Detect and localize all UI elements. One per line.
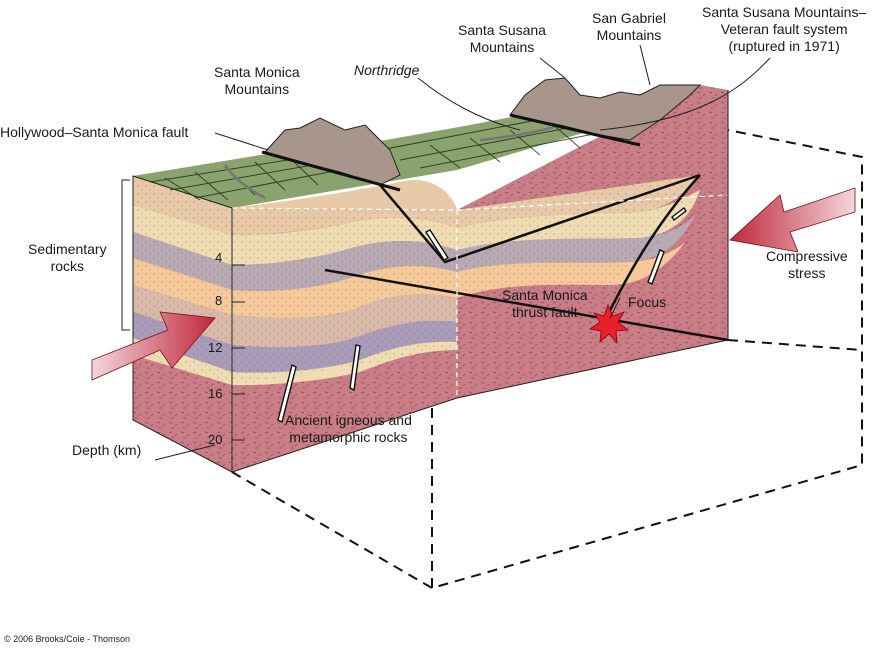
slip-arrows bbox=[277, 206, 687, 424]
dashed-outline bbox=[231, 129, 863, 590]
stress-arrow-right bbox=[729, 187, 856, 253]
label-sedimentary-rocks: Sedimentary rocks bbox=[28, 241, 107, 274]
depth-axis bbox=[121, 179, 245, 441]
depth-tick-8: 8 bbox=[215, 293, 223, 308]
label-santa-susana-mountains: Santa Susana Mountains bbox=[458, 22, 546, 55]
label-focus: Focus bbox=[628, 294, 667, 310]
depth-tick-16: 16 bbox=[208, 386, 223, 401]
label-thrust-fault: Santa Monica thrust fault bbox=[502, 287, 588, 320]
label-veteran-fault-system: Santa Susana Mountains– Veteran fault sy… bbox=[702, 4, 867, 54]
label-san-gabriel-mountains: San Gabriel Mountains bbox=[592, 10, 666, 43]
label-santa-monica-mountains: Santa Monica Mountains bbox=[214, 64, 300, 97]
copyright: © 2006 Brooks/Cole - Thomson bbox=[4, 634, 131, 644]
fault-traces bbox=[261, 113, 641, 192]
label-northridge: Northridge bbox=[354, 62, 420, 78]
label-hollywood-fault: Hollywood–Santa Monica fault bbox=[0, 124, 189, 140]
label-compressive-stress: Compressive stress bbox=[766, 248, 848, 281]
label-igneous-rocks: Ancient igneous and metamorphic rocks bbox=[285, 412, 412, 445]
depth-tick-4: 4 bbox=[215, 250, 223, 265]
depth-tick-12: 12 bbox=[208, 340, 223, 355]
focus-star bbox=[588, 303, 630, 345]
depth-tick-20: 20 bbox=[208, 432, 223, 447]
label-depth-axis: Depth (km) bbox=[72, 442, 142, 458]
stress-arrow-left bbox=[91, 311, 216, 381]
leader-lines bbox=[154, 44, 771, 461]
